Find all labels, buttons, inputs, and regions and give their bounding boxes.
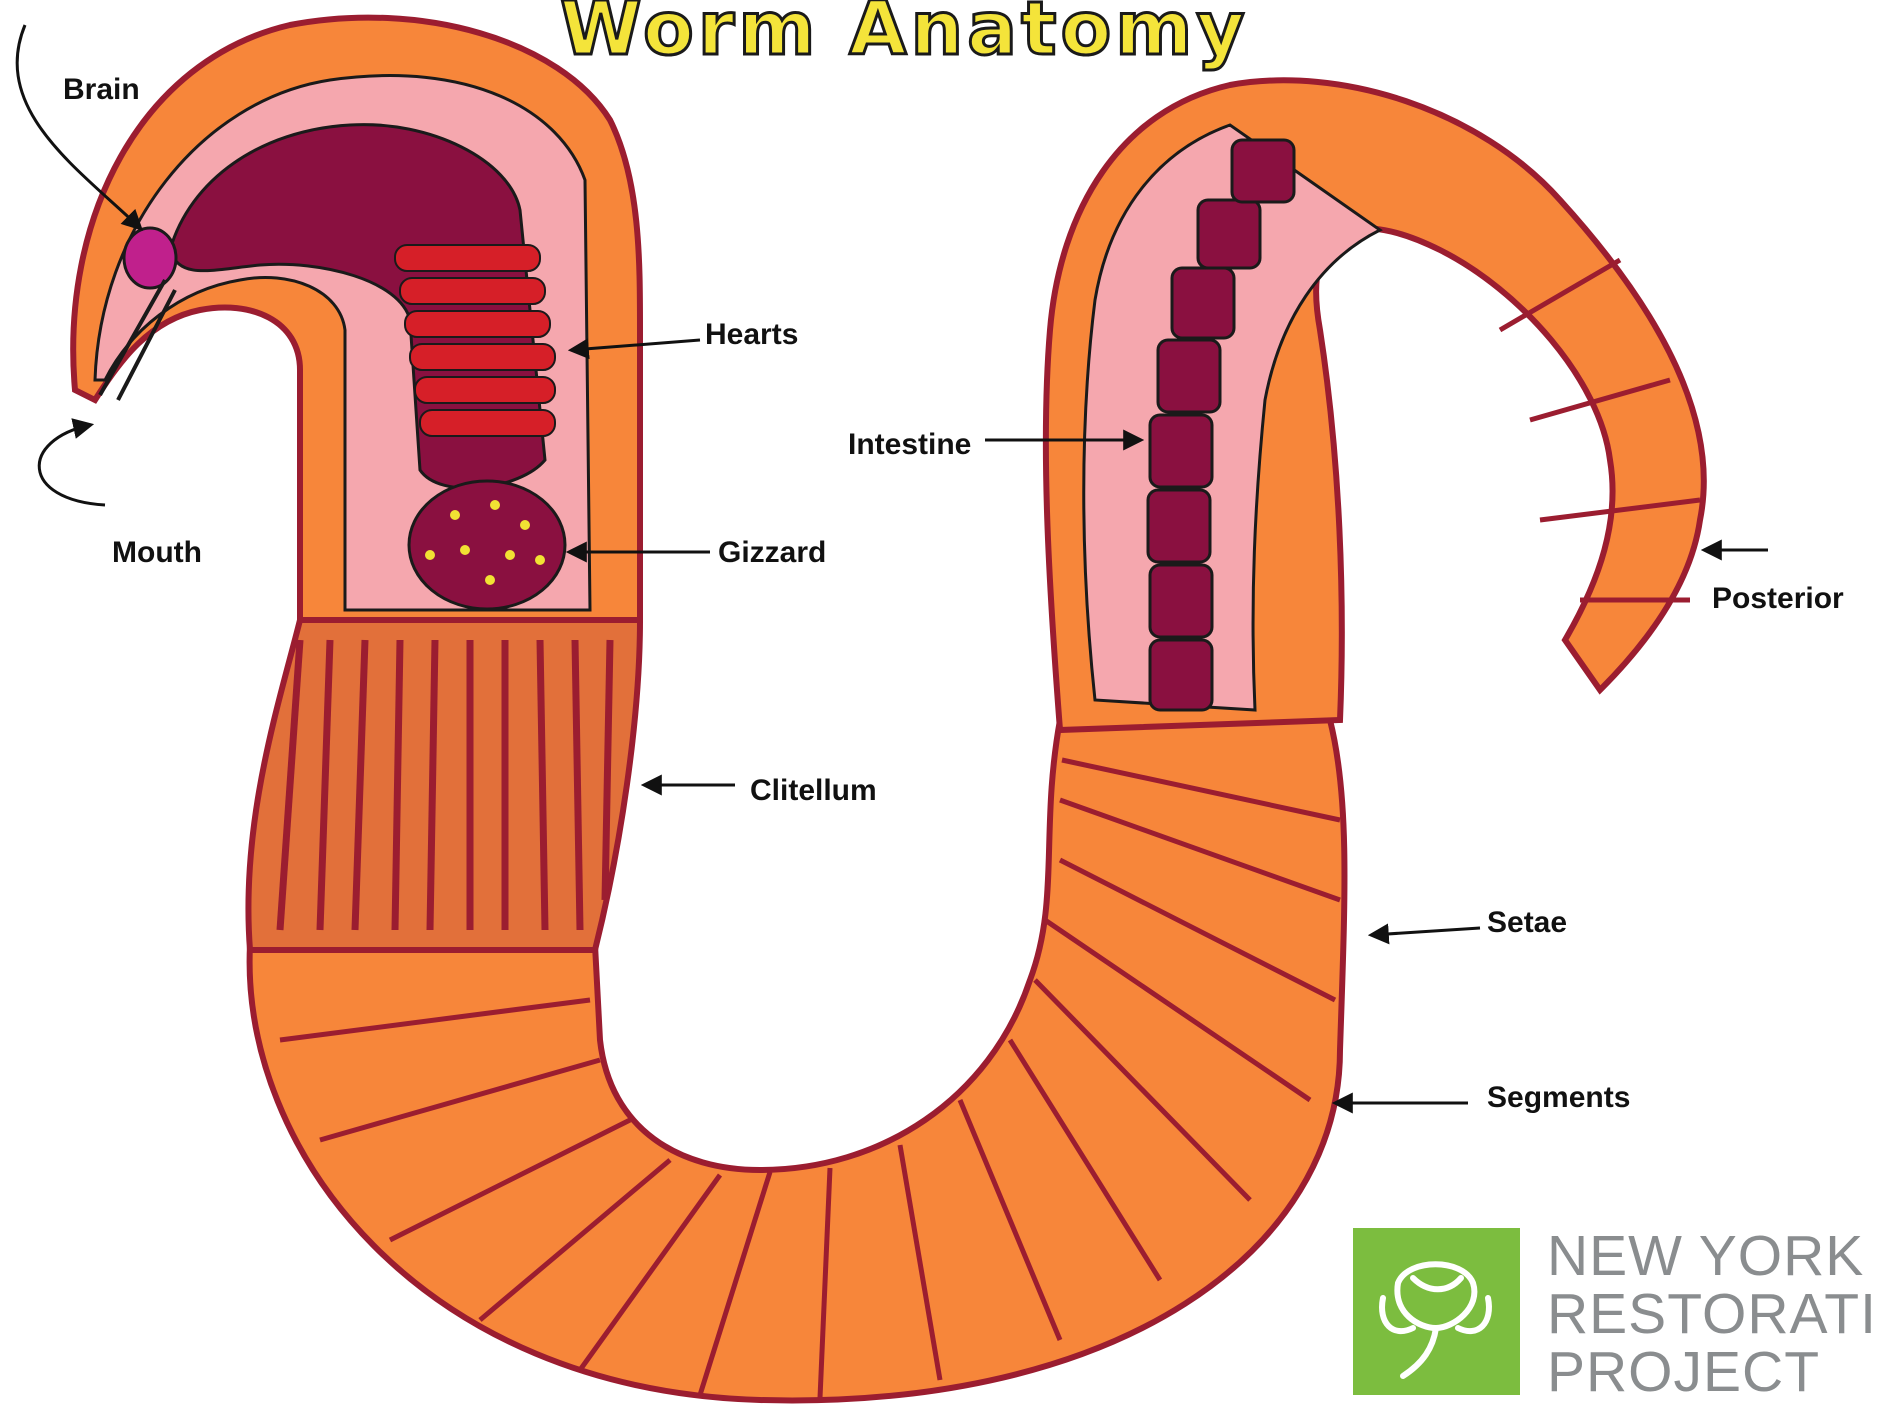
gizzard-organ — [409, 481, 565, 609]
label-brain: Brain — [63, 75, 140, 105]
mouth-pointer — [39, 425, 105, 505]
diagram-title: Worm Anatomy — [560, 0, 1249, 66]
clitellum-band — [248, 620, 640, 950]
label-mouth: Mouth — [112, 538, 202, 568]
nyrp-rose-logo-icon — [1353, 1228, 1520, 1395]
label-clitellum: Clitellum — [750, 776, 877, 806]
label-posterior: Posterior — [1712, 584, 1844, 614]
brain-organ — [124, 228, 176, 288]
label-setae: Setae — [1487, 908, 1567, 938]
label-hearts: Hearts — [705, 320, 798, 350]
label-gizzard: Gizzard — [718, 538, 826, 568]
logo-text-line2: RESTORATION — [1547, 1286, 1879, 1343]
label-segments: Segments — [1487, 1083, 1630, 1113]
logo-text-line3: PROJECT — [1547, 1344, 1820, 1401]
logo-text-line1: NEW YORK — [1547, 1228, 1864, 1285]
label-intestine: Intestine — [848, 430, 971, 460]
